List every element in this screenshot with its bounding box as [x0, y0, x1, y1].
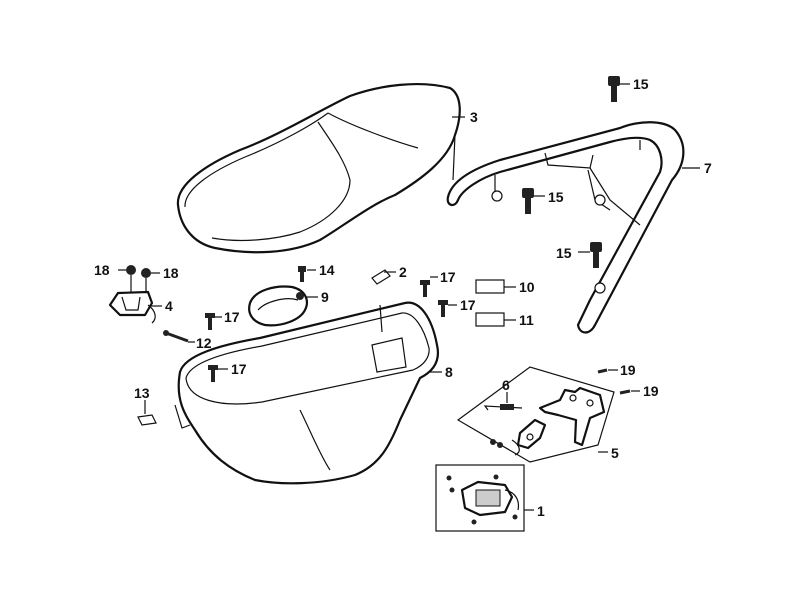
- callout-3: 3: [470, 109, 478, 125]
- callout-4: 4: [165, 298, 173, 314]
- callout-12: 12: [196, 335, 212, 351]
- callout-19a: 19: [620, 362, 636, 378]
- rear-carrier: [446, 121, 685, 334]
- bolt-15-mid: [522, 188, 534, 214]
- callout-9: 9: [321, 289, 329, 305]
- label-10: [475, 279, 505, 294]
- callout-2: 2: [399, 264, 407, 280]
- callout-15a: 15: [633, 76, 649, 92]
- callout-17b: 17: [231, 361, 247, 377]
- screw-19a: [597, 368, 608, 374]
- screw-17c: [420, 280, 430, 297]
- screw-17b: [208, 365, 218, 382]
- callout-17a: 17: [224, 309, 240, 325]
- callout-1: 1: [537, 503, 545, 519]
- nut-18b: [141, 268, 151, 278]
- storage-box: [174, 301, 439, 485]
- callout-11: 11: [519, 312, 534, 328]
- clipnut-13: [137, 400, 157, 426]
- callout-18a: 18: [94, 262, 110, 278]
- callout-8: 8: [445, 364, 453, 380]
- screw-14: [298, 266, 306, 282]
- callout-15b: 15: [548, 189, 564, 205]
- screw-17d: [438, 300, 448, 317]
- callout-17d: 17: [460, 297, 476, 313]
- bolt-15-top: [608, 76, 620, 102]
- lamp-9: [248, 285, 308, 327]
- callout-7: 7: [704, 160, 712, 176]
- screw-19b: [619, 389, 631, 395]
- callout-5: 5: [611, 445, 619, 461]
- bracket-4: [108, 275, 156, 324]
- cable-6: [483, 392, 523, 411]
- callout-18b: 18: [163, 265, 179, 281]
- clip-2: [371, 269, 391, 285]
- nut-18a: [126, 265, 136, 275]
- callout-19b: 19: [643, 383, 659, 399]
- callout-13: 13: [134, 385, 150, 401]
- bolt-15-low: [590, 242, 602, 268]
- callout-17c: 17: [440, 269, 456, 285]
- callout-15c: 15: [556, 245, 572, 261]
- screw-12: [163, 330, 189, 343]
- callout-6: 6: [502, 377, 510, 393]
- callout-14: 14: [319, 262, 335, 278]
- seat: [176, 82, 461, 254]
- label-11: [475, 312, 505, 327]
- screw-17a: [205, 313, 215, 330]
- actuator-1: [435, 464, 525, 532]
- lock-assembly-5: [456, 366, 615, 463]
- callout-10: 10: [519, 279, 535, 295]
